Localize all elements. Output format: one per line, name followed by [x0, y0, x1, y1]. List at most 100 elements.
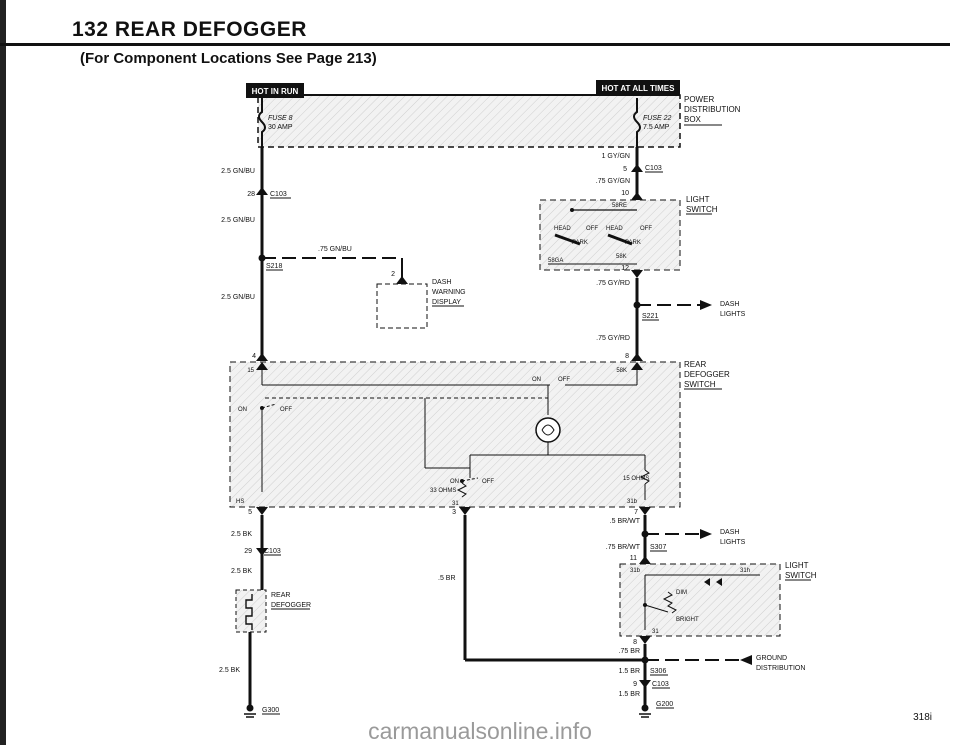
dash-lights-top-label-1: DASH — [720, 301, 739, 308]
switch-position-label: OFF — [558, 377, 570, 383]
bright-label: BRIGHT — [676, 617, 699, 623]
switch-position-label: OFF — [482, 479, 494, 485]
pin-label: 11 — [630, 555, 637, 562]
resistor-label: 15 OHMS — [623, 476, 649, 482]
wire-label: 2.5 BK — [231, 568, 252, 575]
dash-warning-display-box — [376, 283, 428, 329]
switch-position-label: OFF — [586, 226, 598, 232]
pin-label: 3 — [452, 509, 456, 516]
pin-label: 12 — [621, 265, 629, 272]
g300-label: G300 — [262, 707, 279, 714]
rear-defogger-switch-label-3: SWITCH — [684, 380, 716, 389]
wire-label: .75 GN/BU — [318, 246, 352, 253]
power-distribution-label-2: DISTRIBUTION — [684, 105, 741, 114]
wire-label: .5 BR/WT — [610, 518, 641, 525]
s221-label: S221 — [642, 313, 658, 320]
c103-label: C103 — [645, 165, 662, 172]
pin-label: 10 — [621, 190, 629, 197]
switch-position-label: ON — [238, 407, 247, 413]
wire-label: .75 GY/GN — [596, 178, 630, 185]
power-distribution-box — [257, 94, 681, 148]
rear-defogger-switch-label-2: DEFOGGER — [684, 370, 730, 379]
fuse-8-label: FUSE 8 — [268, 115, 293, 122]
resistor-label: 33 OHMS — [430, 488, 456, 494]
wire-label: 2.5 BK — [219, 667, 240, 674]
title-rule — [0, 43, 950, 46]
dash-warning-label-3: DISPLAY — [432, 299, 461, 306]
pin-label: 28 — [247, 191, 255, 198]
wire-label: 2.5 BK — [231, 531, 252, 538]
hot-at-all-times-label: HOT AT ALL TIMES — [602, 84, 676, 93]
hot-at-all-times-tag — [596, 80, 680, 96]
terminal-label: 58K — [616, 254, 627, 260]
wire-label: 2.5 GN/BU — [221, 217, 255, 224]
light-switch-top-label-1: LIGHT — [686, 195, 710, 204]
switch-position-label: PARK — [572, 240, 588, 246]
terminal-label: 31b — [627, 499, 638, 505]
pin-label: 5 — [623, 166, 627, 173]
wire-label: .75 GY/RD — [596, 335, 630, 342]
fuse-22-symbol — [633, 98, 641, 147]
g200-label: G200 — [656, 701, 673, 708]
s306-label: S306 — [650, 668, 666, 675]
rear-defogger-label-1: REAR — [271, 592, 290, 599]
switch-position-label: HEAD — [606, 226, 623, 232]
watermark: carmanualsonline.info — [368, 717, 592, 744]
wire-label: 1.5 BR — [619, 691, 640, 698]
switch-position-label: HEAD — [554, 226, 571, 232]
wire-label: .5 BR — [438, 575, 456, 582]
dash-lights-bottom-label-2: LIGHTS — [720, 539, 746, 546]
wire-label: 2.5 GN/BU — [221, 168, 255, 175]
hot-in-run-label: HOT IN RUN — [252, 87, 299, 96]
rear-defogger-box — [235, 589, 267, 633]
switch-position-label: OFF — [640, 226, 652, 232]
terminal-label: 31h — [740, 568, 750, 574]
rear-defogger-switch-label-1: REAR — [684, 360, 706, 369]
light-switch-bottom-label-2: SWITCH — [785, 571, 817, 580]
dim-label: DIM — [676, 590, 687, 596]
g300-ground — [246, 704, 254, 712]
dash-warning-label-1: DASH — [432, 279, 451, 286]
fuse-22-rating: 7.5 AMP — [643, 124, 670, 131]
c103-label: C103 — [652, 681, 669, 688]
ground-distribution-label-2: DISTRIBUTION — [756, 665, 805, 672]
pin-label: 8 — [625, 353, 629, 360]
indicator-lamp-symbol — [535, 417, 561, 443]
dash-lights-top-label-2: LIGHTS — [720, 311, 746, 318]
rear-defogger-label-2: DEFOGGER — [271, 602, 311, 609]
terminal-label: 58K — [616, 368, 627, 374]
pin-label: 7 — [634, 509, 638, 516]
switch-position-label: OFF — [280, 407, 292, 413]
light-switch-top-label-2: SWITCH — [686, 205, 718, 214]
rear-defogger-grid-symbol — [245, 594, 253, 630]
power-distribution-label-1: POWER — [684, 95, 714, 104]
scan-left-edge — [0, 0, 6, 745]
pin-label: 5 — [248, 509, 252, 516]
page-title: 132 REAR DEFOGGER — [72, 18, 307, 41]
ground-distribution-label-1: GROUND — [756, 655, 787, 662]
fuse-8-symbol — [258, 98, 266, 147]
switch-position-label: PARK — [625, 240, 641, 246]
pin-label: 29 — [244, 548, 252, 555]
page-code: 318i — [913, 712, 932, 723]
switch-position-label: ON — [532, 377, 541, 383]
wire-label: 1 GY/GN — [602, 153, 630, 160]
terminal-label: 58RE — [612, 203, 627, 209]
power-distribution-label-3: BOX — [684, 115, 702, 124]
s307-label: S307 — [650, 544, 666, 551]
wire-label: .75 BR — [619, 648, 640, 655]
pin-label: 8 — [633, 639, 637, 646]
hot-in-run-tag — [246, 83, 304, 98]
fuse-22-label: FUSE 22 — [643, 115, 672, 122]
light-switch-top-box — [539, 199, 681, 271]
dash-lights-bottom-label-1: DASH — [720, 529, 739, 536]
terminal-label: 58GA — [548, 258, 563, 264]
c103-label: C103 — [264, 548, 281, 555]
terminal-label: HS — [236, 499, 244, 505]
light-switch-bottom-label-1: LIGHT — [785, 561, 809, 570]
pin-label: 9 — [633, 681, 637, 688]
terminal-label: 15 — [247, 368, 254, 374]
rear-defogger-switch-box — [229, 361, 681, 508]
terminal-label: 31 — [652, 629, 659, 635]
